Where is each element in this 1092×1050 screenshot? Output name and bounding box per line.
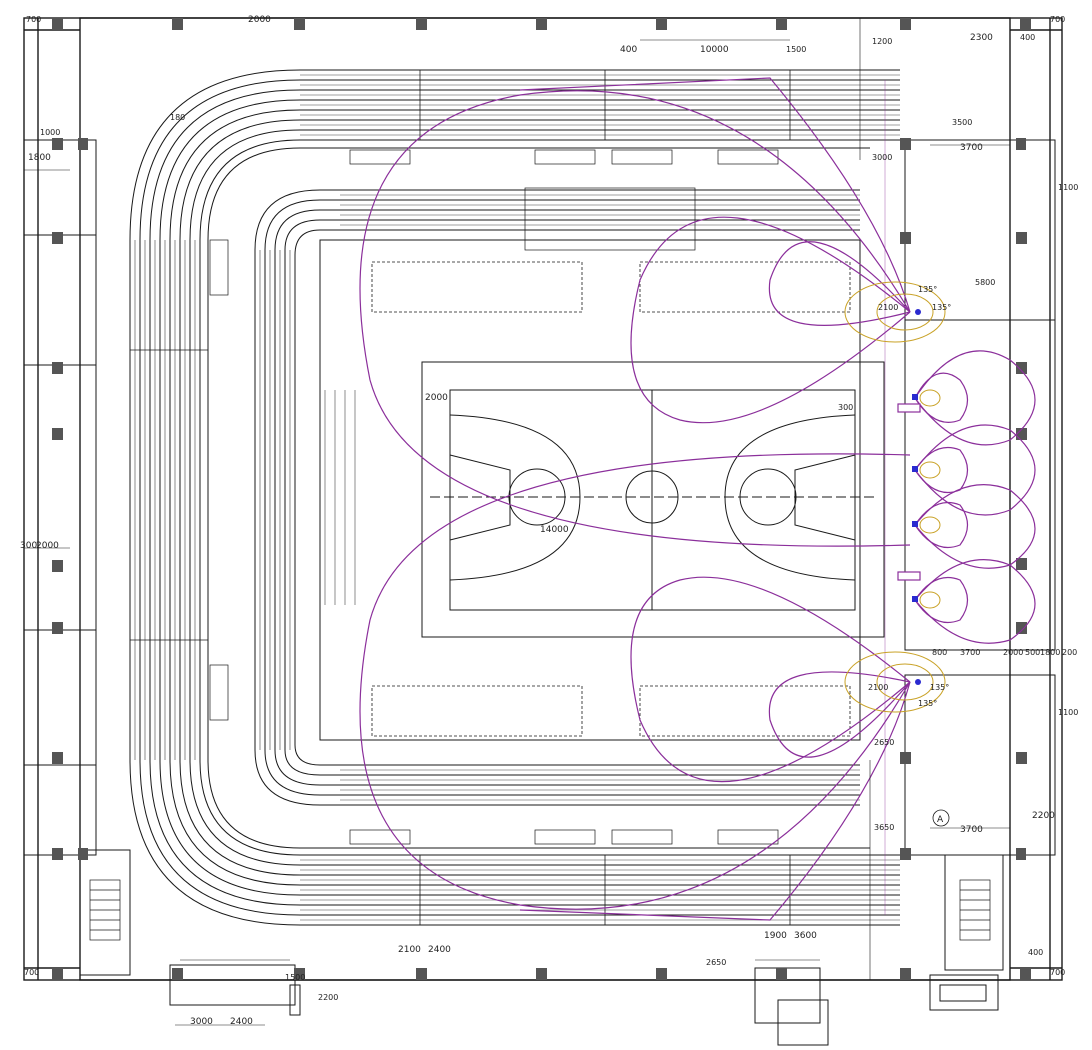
aisle-dividers xyxy=(130,70,791,925)
dim-court-14000: 14000 xyxy=(540,525,569,535)
dim-top-right-700: 700 xyxy=(1050,15,1065,24)
dim-bottom-2650: 2650 xyxy=(706,958,726,967)
dim-right-2650: 2650 xyxy=(874,738,894,747)
movable-seats xyxy=(371,261,851,737)
dim-left-2000: 2000 xyxy=(36,541,59,551)
angle-135-b: 135° xyxy=(932,303,951,312)
dim-left-180: 180 xyxy=(170,113,185,122)
dim-row-1800: 1800 xyxy=(1040,648,1060,657)
seating-tiers xyxy=(129,69,900,926)
loose-chairs xyxy=(209,149,779,845)
dim-left-1800: 1800 xyxy=(28,153,51,163)
dim-bottom-right-700: 700 xyxy=(1050,968,1065,977)
dim-top-right-3000: 3000 xyxy=(872,153,892,162)
seat-rows xyxy=(134,74,900,921)
dim-row-800: 800 xyxy=(932,648,947,657)
dim-court-2000: 2000 xyxy=(425,393,448,403)
dim-bottom-left-700: 700 xyxy=(24,968,39,977)
angle-135-a: 135° xyxy=(918,285,937,294)
dim-row-500: 500 xyxy=(1025,648,1040,657)
dim-top-2300: 2300 xyxy=(970,33,993,43)
dim-right-3700-bottom: 3700 xyxy=(960,825,983,835)
dim-top-400: 400 xyxy=(620,45,637,55)
dim-bottom-2200: 2200 xyxy=(318,993,338,1002)
axis-marker xyxy=(932,809,950,827)
right-rooms xyxy=(904,139,1056,1011)
dim-bottom-2400-b: 2400 xyxy=(230,1017,253,1027)
dim-top-left-700: 700 xyxy=(26,15,41,24)
dim-bottom-1900: 1900 xyxy=(764,931,787,941)
dim-bottom-2400: 2400 xyxy=(428,945,451,955)
dim-right-2200: 2200 xyxy=(1032,811,1055,821)
dim-top-1200: 1200 xyxy=(872,37,892,46)
dim-top-10000: 10000 xyxy=(700,45,729,55)
dim-right-5800: 5800 xyxy=(975,278,995,287)
basketball-court xyxy=(421,361,885,638)
structural-columns xyxy=(52,18,1031,980)
dim-row-3700: 3700 xyxy=(960,648,980,657)
axis-label-a: A xyxy=(937,815,944,825)
dimension-lines xyxy=(24,18,1010,1026)
dim-top-right-3500: 3500 xyxy=(952,118,972,127)
bottom-rooms xyxy=(169,964,829,1046)
dim-right-2100-b: 2100 xyxy=(868,683,888,692)
dim-left-300: 300 xyxy=(20,541,37,551)
stairs xyxy=(89,879,991,941)
dim-right-1100-bottom: 1100 xyxy=(1058,708,1078,717)
dim-court-300: 300 xyxy=(838,403,853,412)
dim-row-2000: 2000 xyxy=(1003,648,1023,657)
dim-top-right-400: 400 xyxy=(1020,33,1035,42)
speaker-markers xyxy=(912,309,921,685)
equipment-boxes xyxy=(897,403,921,581)
dim-row-200: 200 xyxy=(1062,648,1077,657)
dim-right-3650: 3650 xyxy=(874,823,894,832)
dim-left-1000: 1000 xyxy=(40,128,60,137)
speaker-rings xyxy=(844,281,946,713)
angle-135-c: 135° xyxy=(930,683,949,692)
dim-bottom-right-400: 400 xyxy=(1028,948,1043,957)
dim-right-1100-top: 1100 xyxy=(1058,183,1078,192)
dim-top-2000: 2000 xyxy=(248,15,271,25)
dim-bottom-3000: 3000 xyxy=(190,1017,213,1027)
dim-right-2100: 2100 xyxy=(878,303,898,312)
dim-bottom-2100: 2100 xyxy=(398,945,421,955)
angle-135-d: 135° xyxy=(918,699,937,708)
dim-top-1500: 1500 xyxy=(786,45,806,54)
dim-bottom-1500: 1500 xyxy=(285,973,305,982)
left-rooms xyxy=(23,139,131,976)
dim-right-3700-top: 3700 xyxy=(960,143,983,153)
coverage-arcs xyxy=(359,77,1036,921)
dim-bottom-3600: 3600 xyxy=(794,931,817,941)
